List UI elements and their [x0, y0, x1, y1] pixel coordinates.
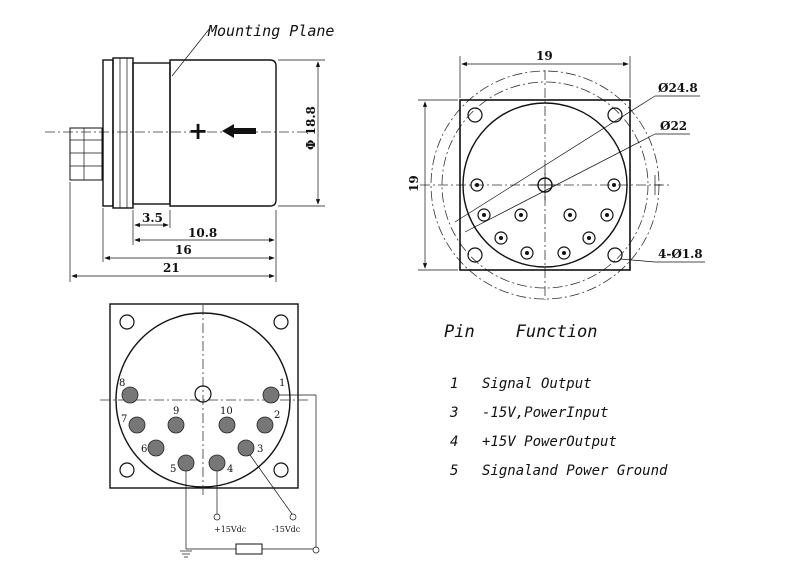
legend-function: -15V,PowerInput [482, 405, 609, 421]
pin-9 [167, 416, 185, 434]
legend-function: Signal Output [482, 376, 592, 392]
legend-function: +15V PowerOutput [482, 434, 617, 450]
connector-pins-block [69, 127, 103, 181]
legend-row: 1 Signal Output [450, 376, 592, 392]
inner-dia-label: Ø22 [660, 119, 687, 133]
pin-num-1: 1 [279, 378, 285, 389]
wiring [180, 394, 320, 558]
corner-hole-bl [467, 247, 483, 263]
pin-4 [208, 454, 226, 472]
corner-hole-tl [467, 107, 483, 123]
flange-left [102, 59, 114, 207]
pin-6 [147, 439, 165, 457]
holes-label: 4-Ø1.8 [658, 247, 703, 261]
dim-21: 21 [163, 261, 180, 275]
diameter-label: Φ 18.8 [304, 106, 318, 150]
corner-hole-br [607, 247, 623, 263]
legend-pin: 3 [450, 405, 459, 421]
mounting-plane-label: Mounting Plane [207, 22, 334, 40]
pin-num-5: 5 [170, 464, 176, 475]
legend-row: 4 +15V PowerOutput [450, 434, 617, 450]
pin-2 [256, 416, 274, 434]
pin-1 [262, 386, 280, 404]
pin-num-2: 2 [274, 410, 280, 421]
rotation-arrow [222, 124, 256, 138]
legend-pin: 5 [450, 463, 459, 479]
pin-num-4: 4 [227, 464, 233, 475]
minus-15vdc-label: -15Vdc [272, 525, 301, 534]
mounting-plane-leader [171, 27, 211, 77]
square-flange [459, 99, 631, 271]
dim-16: 16 [175, 243, 192, 257]
legend-row: 3 -15V,PowerInput [450, 405, 608, 421]
pin-num-3: 3 [257, 444, 263, 455]
top-height-label: 19 [407, 175, 421, 192]
pin-8 [121, 386, 139, 404]
pin-view: 1 2 3 4 5 6 7 8 9 10 +15Vdc -15Vdc [100, 303, 320, 558]
pins [121, 386, 280, 472]
corner-hole-tr [607, 107, 623, 123]
dim-3-5: 3.5 [142, 211, 163, 225]
pin-3 [237, 439, 255, 457]
top-width-label: 19 [536, 49, 553, 63]
pin-7 [128, 416, 146, 434]
body-circle [462, 102, 628, 268]
pin-10 [218, 416, 236, 434]
outer-dia-leader [454, 95, 656, 223]
legend-pin: 1 [450, 376, 459, 392]
inner-dia-leader [464, 133, 656, 233]
legend-function: Signaland Power Ground [482, 463, 668, 479]
pin-num-10: 10 [220, 406, 233, 417]
inner-dash-circle [441, 81, 649, 289]
pin-num-9: 9 [173, 406, 179, 417]
plus-mark: + [188, 117, 208, 145]
outer-dia-label: Ø24.8 [658, 81, 698, 95]
side-view: + Mounting Plane Φ 18.8 3.5 10.8 16 21 [45, 22, 334, 282]
pin-flange [109, 303, 299, 489]
pin-num-7: 7 [121, 414, 127, 425]
body-cylinder [169, 59, 277, 207]
legend-row: 5 Signaland Power Ground [450, 463, 667, 479]
collar [132, 62, 171, 205]
flange-plate [112, 57, 134, 209]
top-view: 19 19 Ø24.8 Ø22 4-Ø1.8 [407, 49, 705, 300]
pin-5 [177, 454, 195, 472]
pin-num-6: 6 [141, 444, 147, 455]
legend-pin: 4 [450, 434, 459, 450]
legend-title: Pin Function [444, 322, 598, 342]
pin-num-8: 8 [119, 378, 125, 389]
plus-15vdc-label: +15Vdc [214, 525, 247, 534]
dim-10-8: 10.8 [188, 226, 217, 240]
top-pins [470, 178, 621, 260]
